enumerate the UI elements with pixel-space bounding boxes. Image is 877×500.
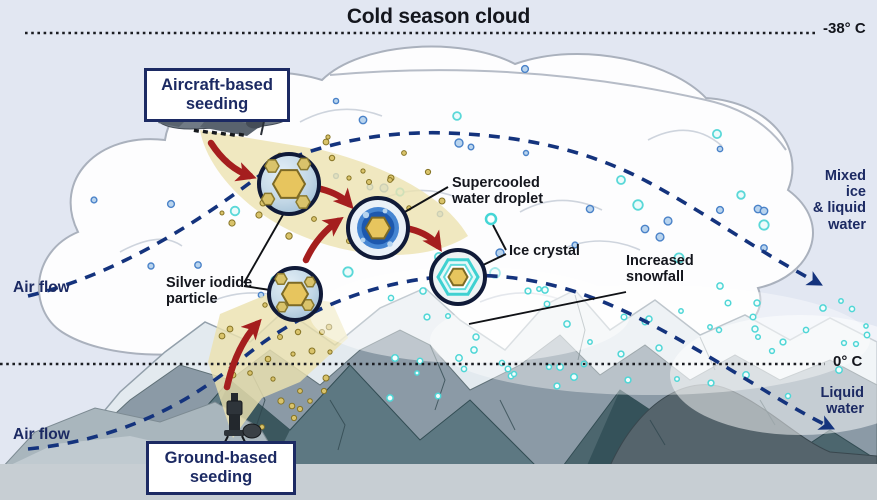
silver-iodide-label: Silver iodide particle <box>166 275 253 308</box>
pointer-ice-crystal-small <box>492 224 507 251</box>
pointer-ice-crystal-big <box>480 253 507 267</box>
detail-circle-supercooled-droplet <box>346 196 410 260</box>
detail-circle-silver-iodide-lower <box>267 266 323 322</box>
aircraft-seeding-box: Aircraft-based seeding <box>144 68 290 122</box>
small-ice-crystal-dot <box>484 212 498 226</box>
liquid-water-zone-label: Liquid water <box>820 385 865 418</box>
valley-floor <box>0 464 877 500</box>
increased-snowfall-dots <box>386 282 871 402</box>
airflow-lower-label: Air flow <box>13 426 70 443</box>
pointer-silver-iodide-lower <box>243 285 271 291</box>
supercooled-droplet-label: Supercooled water droplet <box>452 175 544 208</box>
snow-haze <box>310 267 877 435</box>
cloud-inner-wisps <box>119 69 787 303</box>
increased-snowfall-label: Increased snowfall <box>626 253 694 286</box>
ground-generator-icon <box>223 393 262 445</box>
detail-circle-silver-iodide-upper <box>257 152 321 216</box>
airflow-upper-label: Air flow <box>13 279 70 296</box>
ground-seeding-box: Ground-based seeding <box>146 441 296 495</box>
pointer-silver-iodide-upper <box>243 212 285 284</box>
mixed-ice-zone-label: Mixed ice & liquid water <box>812 168 866 233</box>
seeding-arrow-particle-to-droplet <box>317 185 354 210</box>
detail-circle-ice-crystal <box>429 248 487 306</box>
pointer-supercooled <box>402 186 449 214</box>
seeding-arrow-lower-to-droplet <box>302 216 344 264</box>
temp-upper-label: -38° C <box>823 20 866 37</box>
airflow-line-upper <box>27 130 823 298</box>
pointer-snowfall <box>468 291 627 325</box>
ice-crystal-label: Ice crystal <box>509 243 580 259</box>
detail-circles <box>257 152 487 322</box>
temp-lower-label: 0° C <box>833 353 863 370</box>
seeding-arrow-droplet-to-crystal <box>406 225 442 252</box>
diagram-title: Cold season cloud <box>346 5 531 28</box>
seeding-arrow-plane-to-particle <box>207 139 257 182</box>
seeding-arrow-ground-to-particle <box>223 318 262 391</box>
seeding-flares-icon <box>193 128 245 137</box>
